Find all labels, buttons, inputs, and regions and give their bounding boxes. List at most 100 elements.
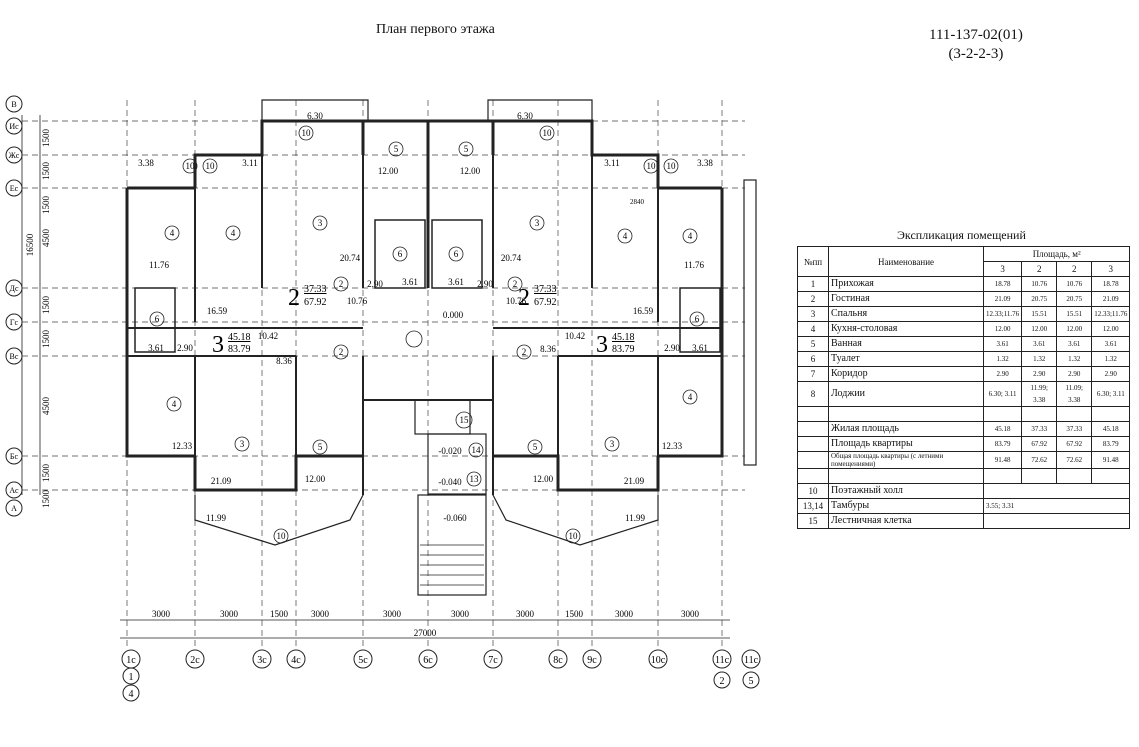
plan-label: 10 [186, 161, 196, 171]
plan-label: 11.76 [149, 260, 169, 270]
plan-label: 5 [464, 144, 469, 154]
plan-label: 5 [394, 144, 399, 154]
table-cell: Коридор [828, 366, 984, 382]
table-cell [982, 513, 1131, 529]
table-cell: 12.00 [1021, 321, 1058, 337]
table-cell [1091, 468, 1131, 484]
axis-sub-label: 4 [129, 689, 134, 700]
dim-text: 3000 [451, 609, 470, 619]
table-cell: 67.92 [1056, 436, 1093, 452]
table-cell: 18.78 [982, 276, 1023, 292]
table-cell: 72.62 [1056, 451, 1093, 469]
plan-label: 3 [318, 218, 323, 228]
plan-label: 2.90 [367, 279, 383, 289]
table-cell [1091, 406, 1131, 422]
axis-col-label: 5c [358, 655, 368, 666]
dim-text: 1500 [41, 296, 51, 315]
plan-label: 12.33 [172, 441, 193, 451]
table-row [797, 406, 1131, 422]
table-cell: Лоджии [828, 381, 984, 407]
plan-label: 21.09 [624, 476, 645, 486]
axis-col-label: 10c [651, 655, 666, 666]
plan-label: 12.33 [662, 441, 683, 451]
plan-label: 20.74 [501, 253, 522, 263]
axis-col-label: 11c [744, 655, 759, 666]
table-cell [797, 421, 829, 437]
table-cell: 6 [797, 351, 829, 367]
axis-sub-label: 2 [720, 676, 725, 687]
plan-label: 4 [172, 399, 177, 409]
plan-label: 3.11 [604, 158, 619, 168]
plan-label: 4 [231, 228, 236, 238]
axis-col-label: 1c [126, 655, 136, 666]
stair-number: 15 [460, 415, 470, 425]
axis-col-label: 8c [553, 655, 563, 666]
plan-label: 67.92 [304, 297, 327, 308]
axis-row-label: Дс [9, 284, 18, 293]
table-cell: 12.00 [982, 321, 1023, 337]
table-subheader-row: 3 2 2 3 [798, 261, 1131, 277]
table-cell: 1.32 [982, 351, 1023, 367]
apartment-markers: 2 37.33 67.92 2 37.33 67.92 3 45.18 83.7… [212, 284, 635, 358]
plan-label: 2.90 [177, 343, 193, 353]
table-cell: 3.55; 3.31 [982, 498, 1131, 514]
table-cell: 4 [797, 321, 829, 337]
table-cell: 15 [797, 513, 829, 529]
axis-col-label: 7c [488, 655, 498, 666]
plan-label: 4 [688, 231, 693, 241]
table-cell: 11.99; 3.38 [1021, 381, 1058, 407]
explication-heading: Экспликация помещений [897, 228, 1026, 242]
col-header-no: №пп [797, 246, 829, 277]
plan-label: 45.18 [228, 332, 251, 343]
table-cell [797, 451, 829, 469]
total-height: 16500 [25, 233, 35, 256]
plan-label: 12.00 [378, 166, 399, 176]
table-cell: 3.61 [1056, 336, 1093, 352]
dim-text: 3000 [615, 609, 634, 619]
plan-label: 3.61 [692, 343, 708, 353]
plan-label: 2 [518, 285, 530, 311]
table-cell: 6.30; 3.11 [982, 381, 1023, 407]
table-cell: 2.90 [1091, 366, 1131, 382]
table-cell: Кухня-столовая [828, 321, 984, 337]
plan-label: 11.99 [625, 513, 645, 523]
dim-text: 4500 [41, 229, 51, 248]
plan-label: 2840 [630, 198, 645, 206]
col-grid-lines [126, 100, 723, 650]
plan-label: 3 [240, 439, 245, 449]
room-markers: 10 10 5 5 10 10 10 10 4 4 3 3 4 4 6 6 2 … [149, 125, 705, 544]
plan-label: 10.42 [258, 331, 278, 341]
plan-label: 6 [155, 314, 160, 324]
level-mark: -0.060 [443, 513, 467, 523]
plan-label: 10 [569, 531, 579, 541]
table-row-blank [797, 468, 1131, 484]
table-cell [1056, 468, 1093, 484]
table-cell: 12.33;11.76 [982, 306, 1023, 322]
table-cell: 18.78 [1091, 276, 1131, 292]
table-cell: 3.61 [1091, 336, 1131, 352]
column-axis-labels: 1c 2c 3c 4c 5c 6c 7c 8c 9c 10c 11c 11c 1… [126, 655, 758, 700]
plan-label: 2 [339, 279, 344, 289]
total-width: 27000 [414, 628, 437, 638]
plan-label: 16.59 [633, 306, 654, 316]
dim-text: 3000 [516, 609, 535, 619]
table-cell: Общая площадь квартиры (с летними помеще… [828, 451, 984, 469]
row-dimensions: 1500 1500 1500 4500 1500 1500 4500 1500 … [25, 129, 51, 509]
hall-level: 0.000 [443, 310, 464, 320]
table-cell [828, 406, 984, 422]
table-cell: 5 [797, 336, 829, 352]
plan-label: 83.79 [612, 344, 635, 355]
plan-title: План первого этажа [376, 22, 495, 37]
plan-label: 3 [610, 439, 615, 449]
plan-label: 6 [398, 249, 403, 259]
table-cell: Тамбуры [828, 498, 984, 514]
stair-number: 14 [472, 445, 482, 455]
plan-label: 10 [277, 531, 287, 541]
plan-label: 8.36 [276, 356, 292, 366]
apt-col: 3 [982, 261, 1023, 277]
plan-label: 3.61 [448, 277, 464, 287]
